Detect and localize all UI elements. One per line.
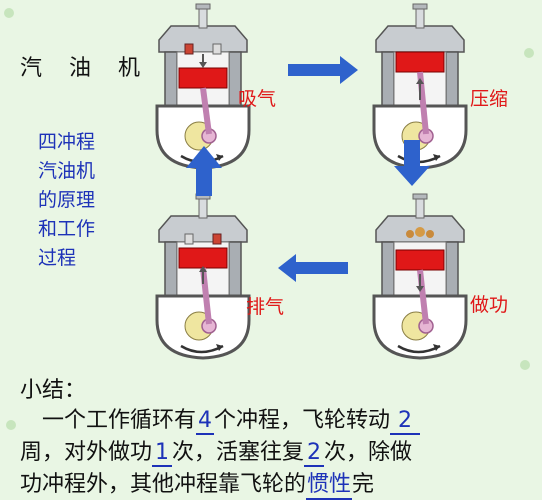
blank-cycles: 4 [196,408,215,435]
arrow-right-icon [288,56,358,84]
background-dot [524,48,534,58]
arrow-down-icon [394,140,430,186]
blank-turns: 2 [390,408,421,435]
label-compression: 压缩 [470,88,509,110]
summary-text: 完 [352,472,375,497]
background-dot [520,360,530,370]
arrow-up-icon [186,146,222,196]
side-caption-line: 四冲程 [38,131,96,153]
summary-text: 次，活塞往复 [172,440,305,465]
summary-text: 一个工作循环有 [42,408,197,433]
spark-burst [406,227,434,238]
arrow-left-icon [278,254,348,282]
summary-text: 功冲程外，其他冲程靠飞轮的 [20,472,307,497]
side-caption-line: 过程 [38,247,77,269]
blank-piston: 2 [304,440,325,467]
blank-work: 1 [152,440,173,467]
summary-text: 次，除做 [324,440,413,465]
side-caption-line: 和工作 [38,218,96,240]
engine-power [372,192,468,360]
background-dot [4,8,14,18]
engine-intake [155,2,251,170]
side-caption: 四冲程 汽油机 的原理 和工作 过程 [38,128,128,273]
summary-line-3: 功冲程外，其他冲程靠飞轮的惯性完 [20,466,374,500]
summary-heading: 小结： [20,378,87,403]
label-power: 做功 [470,294,509,316]
engine-compression [372,2,468,170]
label-intake: 吸气 [238,88,277,110]
summary-text: 周，对外做功 [20,440,153,465]
label-exhaust: 排气 [246,296,285,318]
page-title: 汽 油 机 [20,56,150,81]
summary-text: 个冲程，飞轮转动 [214,408,391,433]
blank-inertia: 惯性 [306,466,353,500]
side-caption-line: 的原理 [38,189,96,211]
side-caption-line: 汽油机 [38,160,96,182]
engine-exhaust [155,192,251,360]
background-dot [6,420,16,430]
